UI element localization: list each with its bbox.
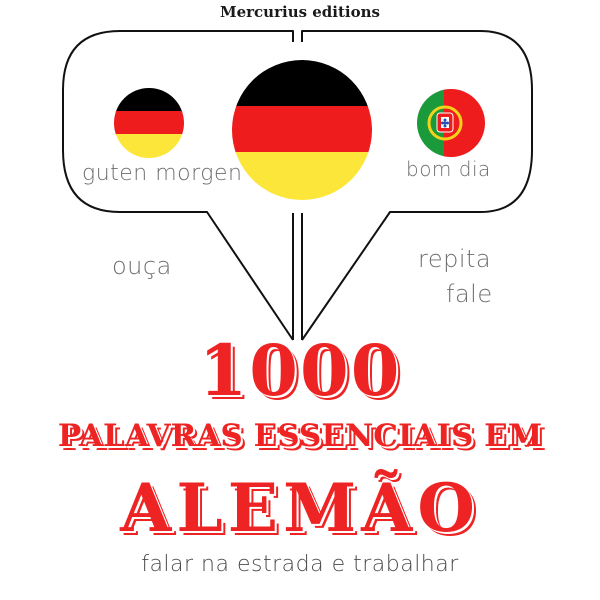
subtitle: falar na estrada e trabalhar (141, 552, 459, 577)
speak-label: fale (446, 280, 493, 308)
title-line-1: PALAVRAS ESSENCIAIS EM (57, 418, 543, 454)
germany-flag-icon-small (114, 88, 184, 158)
title-line-2: ALEMÃO (120, 469, 480, 547)
left-flag-caption: guten morgen (82, 161, 243, 186)
publisher-name: Mercurius editions (220, 3, 380, 21)
germany-flag-icon-large (232, 60, 372, 200)
title-number: 1000 (198, 329, 402, 412)
repeat-label: repita (418, 245, 492, 273)
listen-label: ouça (112, 252, 172, 280)
right-flag-caption: bom dia (406, 157, 491, 181)
portugal-flag-icon (417, 89, 485, 157)
